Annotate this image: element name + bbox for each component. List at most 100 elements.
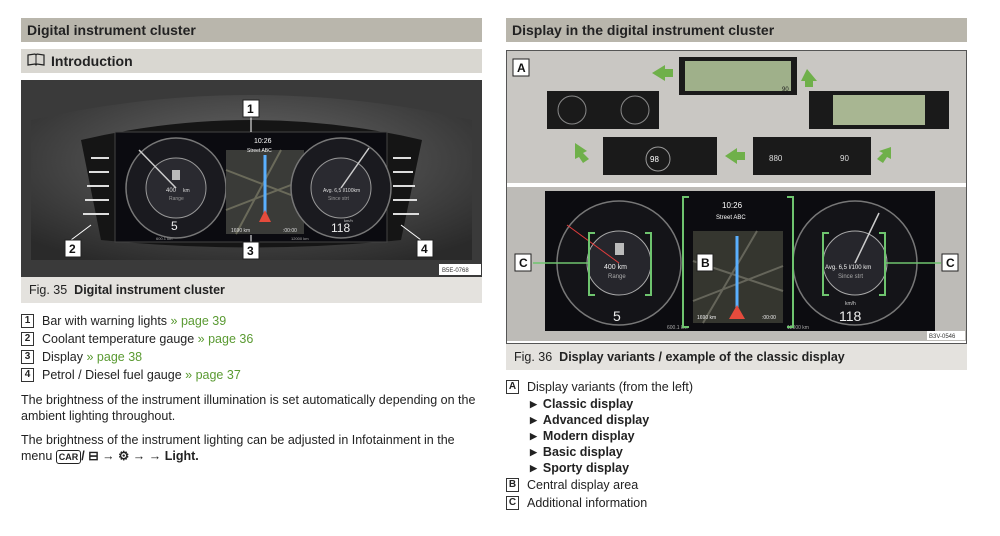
page-link[interactable]: » page 38 (86, 350, 143, 364)
triangle-bullet-icon: ▶ (530, 398, 537, 409)
legend-list: 1 Bar with warning lights » page 39 2 Co… (21, 312, 482, 384)
legend-number: 4 (21, 368, 34, 382)
variant-name: Advanced display (542, 413, 650, 427)
callout-4: 4 (421, 242, 428, 256)
legend-text: Display (42, 350, 83, 364)
paragraph-text: The brightness of the instrument lightin… (21, 433, 455, 463)
variant-name: Modern display (542, 429, 635, 443)
right-gauge-avg: Avg. 6,5 (323, 188, 341, 194)
variant-right-avg: Avg. 6,5 l/100 km (825, 265, 871, 271)
figure-caption: Fig. 35 Digital instrument cluster (21, 277, 482, 303)
variant-name: Basic display (542, 445, 623, 459)
variant-clock: 10:26 (722, 201, 743, 210)
legend-letter: A (506, 380, 519, 394)
left-gauge-dist-unit: km (183, 188, 190, 194)
variant-item: ▶ Basic display (506, 444, 967, 460)
caption-prefix: Fig. 36 (514, 350, 553, 364)
variant-left-dist: 400 km (604, 264, 627, 271)
thumb-value: 98 (650, 155, 659, 164)
label-c: C (946, 256, 955, 270)
display-variants-illustration: A 880 90 98 90 (507, 51, 966, 341)
instrument-cluster-illustration: 400 km Range 5 10:26 Street ABC 1690 km … (21, 80, 482, 277)
highlight-brackets (588, 196, 886, 328)
variant-left-value: 5 (613, 308, 621, 324)
car-button-icon: CAR (55, 450, 82, 464)
variant-odo-right: 12000 km (787, 325, 809, 331)
left-gauge-dist: 400 (166, 188, 177, 194)
section-title: Digital instrument cluster (21, 18, 482, 42)
variant-nav-time: :00:00 (762, 315, 776, 321)
variant-speed-unit: km/h (845, 301, 856, 307)
figure-caption: Fig. 36 Display variants / example of th… (506, 344, 967, 370)
variant-street: Street ABC (716, 215, 746, 221)
variant-speed: 118 (839, 308, 862, 324)
legend-text: Additional information (527, 496, 648, 510)
variant-left-caption: Range (608, 274, 626, 280)
triangle-bullet-icon: ▶ (530, 414, 537, 425)
page-link[interactable]: » page 39 (170, 314, 227, 328)
subsection-title: Introduction (51, 53, 133, 69)
legend-list: A Display variants (from the left) ▶Clas… (506, 378, 967, 512)
callout-1: 1 (247, 102, 254, 116)
variant-name: Sporty display (542, 461, 630, 475)
left-gauge-value: 5 (171, 219, 178, 233)
legend-letter: B (506, 478, 519, 492)
right-column: Display in the digital instrument cluste… (506, 18, 967, 512)
odo-right: 12000 km (291, 236, 309, 241)
legend-text: Petrol / Diesel fuel gauge (42, 368, 182, 382)
cluster-nav-time: :00:00 (283, 228, 297, 234)
right-gauge-caption: Since strt (328, 196, 349, 202)
thumb-value: 880 (769, 154, 783, 163)
triangle-bullet-icon: ▶ (530, 462, 537, 473)
caption-prefix: Fig. 35 (29, 283, 68, 297)
variant-item: ▶ Modern display (506, 428, 967, 444)
figure-35: 400 km Range 5 10:26 Street ABC 1690 km … (21, 80, 482, 277)
legend-letter: C (506, 496, 519, 510)
thumb-value: 90 (782, 87, 789, 93)
svg-text:Avg. 6,5 l/100km: Avg. 6,5 l/100km (323, 188, 360, 194)
svg-text:400: 400 (166, 188, 177, 194)
section-title: Display in the digital instrument cluste… (506, 18, 967, 42)
legend-item: 2 Coolant temperature gauge » page 36 (21, 330, 482, 348)
label-c: C (519, 256, 528, 270)
variant-right-caption: Since strt (838, 274, 863, 280)
variant-item: ▶ Sporty display (506, 460, 967, 476)
label-a: A (517, 61, 526, 75)
cluster-street: Street ABC (247, 148, 272, 154)
variant-nav-distance: 1690 km (697, 315, 716, 321)
triangle-bullet-icon: ▶ (530, 430, 537, 441)
legend-text: Central display area (527, 478, 639, 492)
paragraph-brightness-manual: The brightness of the instrument lightin… (21, 432, 482, 464)
label-b: B (701, 256, 710, 270)
legend-text: Bar with warning lights (42, 314, 168, 328)
odo-left: 600.1 km (156, 236, 173, 241)
figure-code: B5E-0768 (442, 268, 469, 274)
triangle-bullet-icon: ▶ (530, 446, 537, 457)
legend-text: Display variants (from the left) (527, 380, 694, 394)
variant-item: ▶Classic display (506, 396, 967, 412)
legend-item: 3 Display » page 38 (21, 348, 482, 366)
speed-unit: km/h (344, 218, 353, 223)
legend-number: 3 (21, 350, 34, 364)
legend-item: B Central display area (506, 476, 967, 494)
legend-text: Coolant temperature gauge (42, 332, 195, 346)
book-icon (27, 53, 45, 69)
menu-path: / ⊟ → ⚙ → → Light. (81, 449, 199, 463)
left-gauge-caption: Range (169, 196, 184, 202)
paragraph-brightness-auto: The brightness of the instrument illumin… (21, 393, 476, 423)
thumb-value: 90 (840, 154, 849, 163)
legend-item: 1 Bar with warning lights » page 39 (21, 312, 482, 330)
page-link[interactable]: » page 36 (197, 332, 254, 346)
speed-value: 118 (331, 221, 350, 235)
caption-title: Display variants / example of the classi… (559, 350, 845, 364)
page-link[interactable]: » page 37 (185, 368, 241, 382)
caption-title: Digital instrument cluster (74, 283, 225, 297)
legend-item: A Display variants (from the left) (506, 378, 967, 396)
cluster-nav-distance: 1690 km (231, 228, 250, 234)
legend-number: 2 (21, 332, 34, 346)
legend-item: C Additional information (506, 494, 967, 512)
cluster-clock: 10:26 (254, 138, 272, 145)
right-gauge-avg-unit: l/100km (343, 188, 361, 194)
subsection-header: Introduction (21, 49, 482, 73)
figure-code: B3V-0546 (929, 334, 956, 340)
